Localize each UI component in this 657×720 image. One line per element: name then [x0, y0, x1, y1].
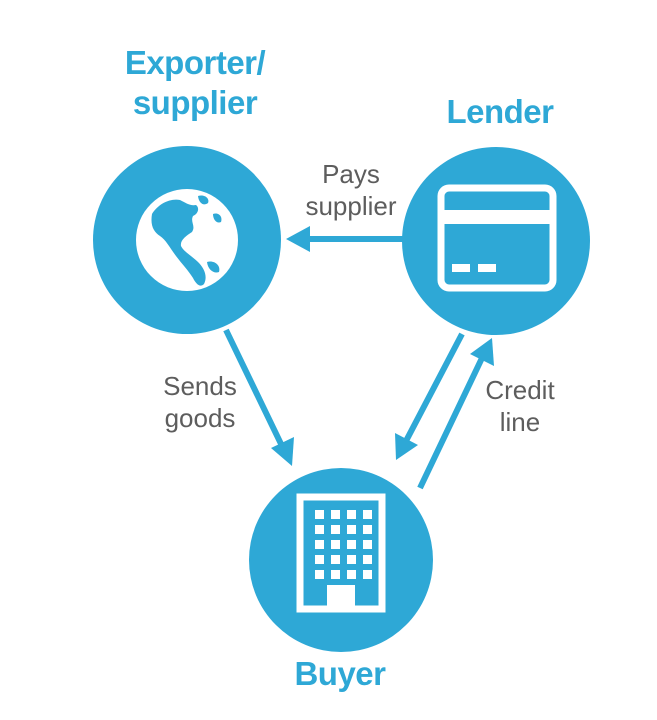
exporter-title: Exporter/ supplier [60, 43, 330, 123]
pays-supplier-line2: supplier [305, 191, 397, 221]
arrow-pays-supplier [286, 226, 404, 252]
globe-icon [136, 189, 238, 291]
credit-line-label: Credit line [470, 374, 570, 438]
exporter-node [93, 146, 281, 334]
arrow-credit-line [417, 338, 494, 490]
exporter-title-line1: Exporter/ [124, 44, 266, 81]
credit-line-line1: Credit [485, 375, 555, 405]
office-building-icon [296, 493, 386, 613]
exporter-title-line2: supplier [132, 84, 258, 121]
arrow-lender-to-buyer [395, 332, 465, 460]
lender-node [402, 147, 590, 335]
credit-card-icon [437, 184, 557, 292]
arrow-sends-goods [223, 328, 294, 466]
pays-supplier-label: Pays supplier [286, 158, 416, 222]
pays-supplier-line1: Pays [322, 159, 380, 189]
buyer-title: Buyer [294, 655, 386, 692]
credit-line-line2: line [499, 407, 541, 437]
sends-goods-line1: Sends [163, 371, 237, 401]
sends-goods-label: Sends goods [145, 370, 255, 434]
buyer-node [249, 468, 433, 652]
lender-title: Lender [446, 93, 554, 130]
sends-goods-line2: goods [164, 403, 236, 433]
